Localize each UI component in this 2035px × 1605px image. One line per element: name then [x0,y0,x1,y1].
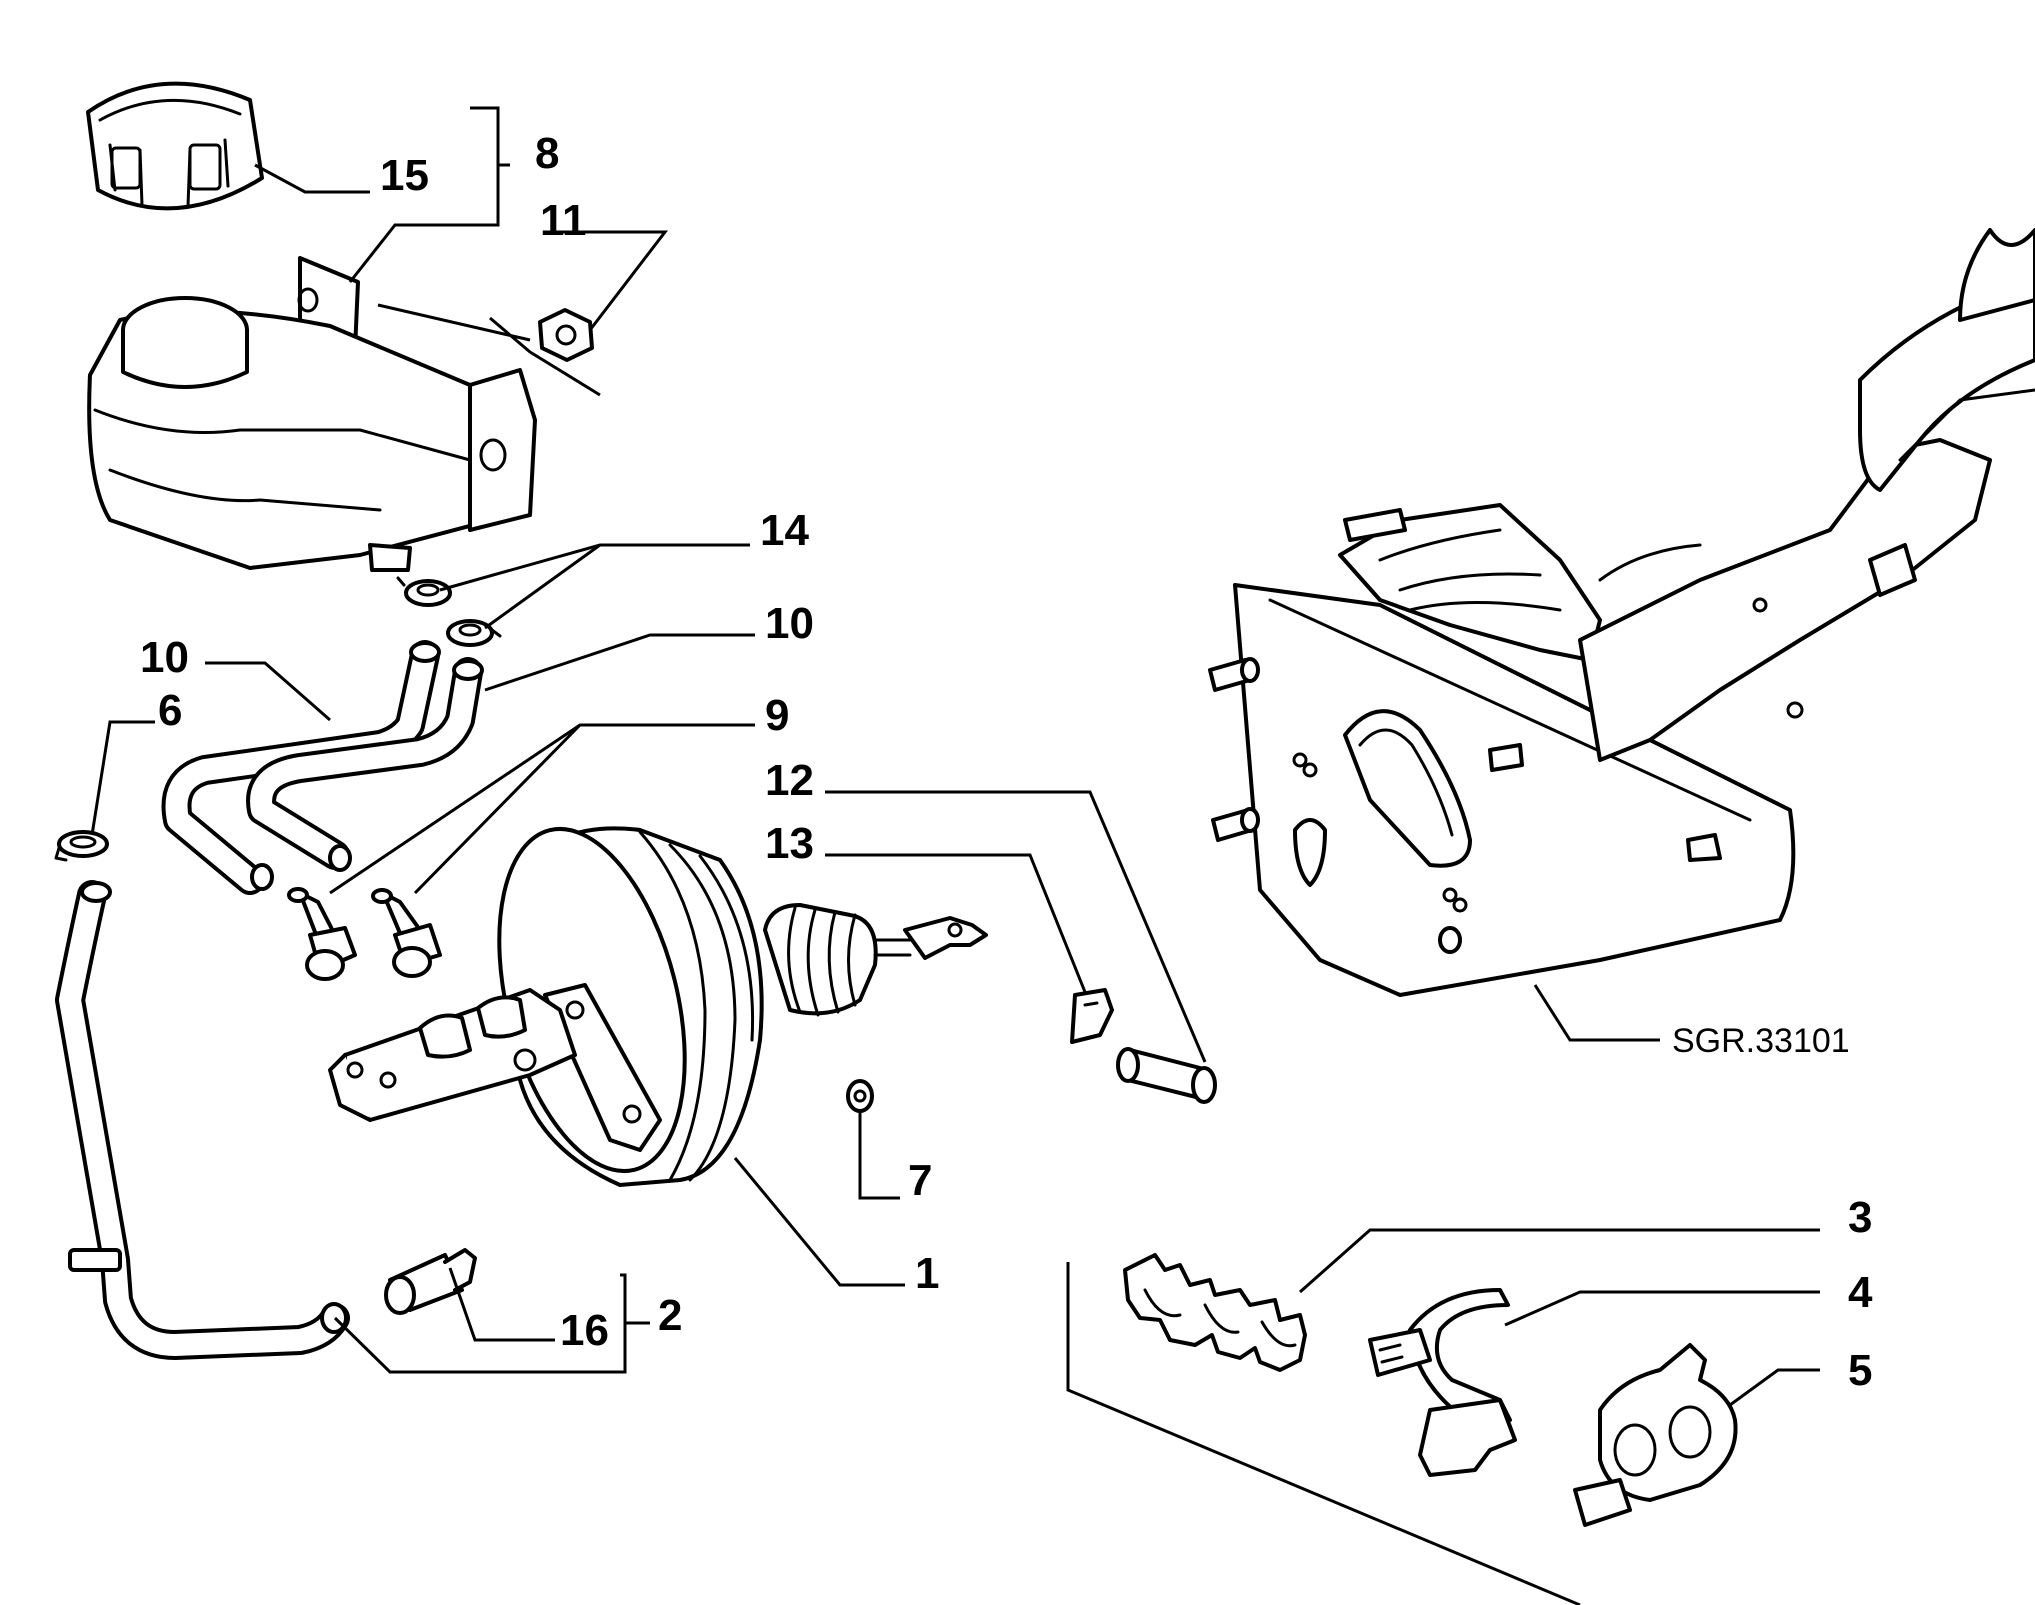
pipe-clip-triple [1123,1253,1307,1372]
hose-clamp-small [54,830,109,862]
pin-sleeve [1116,1047,1217,1104]
callout-8: 8 [535,129,559,178]
callout-5: 5 [1848,1346,1872,1395]
callout-10-right: 10 [765,599,814,648]
callout-9: 9 [765,691,789,740]
brake-booster [328,826,988,1187]
callout-16: 16 [560,1306,609,1355]
hose-clip-upper [396,576,452,607]
elbow-fitting-left [287,887,357,981]
callout-4: 4 [1848,1268,1873,1317]
drawing-code: SGR.33101 [1672,1022,1850,1060]
check-valve [384,1248,477,1315]
callout-7: 7 [908,1156,932,1205]
pipe-clip-double [1368,1288,1517,1477]
callout-15: 15 [380,151,429,200]
reservoir-cap [86,81,264,211]
retaining-clip [1070,988,1114,1044]
pipe-clip-bracket [1573,1343,1738,1527]
callout-1: 1 [915,1249,939,1298]
pedal-box-bracket [1208,228,2035,997]
callout-labels: 15 8 11 14 10 10 6 9 12 13 7 1 2 16 3 4 … [140,129,1873,1395]
hose-right [246,657,484,872]
hose-left [161,640,441,895]
hose-clip-lower [446,619,502,647]
fluid-reservoir [87,256,537,572]
callout-11: 11 [540,196,587,245]
callout-14: 14 [760,506,809,555]
booster-nut [846,1079,874,1113]
leader-lines [90,106,1820,1605]
callout-6: 6 [158,686,182,735]
callout-2: 2 [658,1291,682,1340]
callout-10-left: 10 [140,633,189,682]
callout-12: 12 [765,756,814,805]
callout-13: 13 [765,819,814,868]
reservoir-nut [538,308,594,362]
elbow-fitting-right [371,888,442,978]
callout-3: 3 [1848,1193,1872,1242]
vacuum-hose-long [55,880,350,1360]
